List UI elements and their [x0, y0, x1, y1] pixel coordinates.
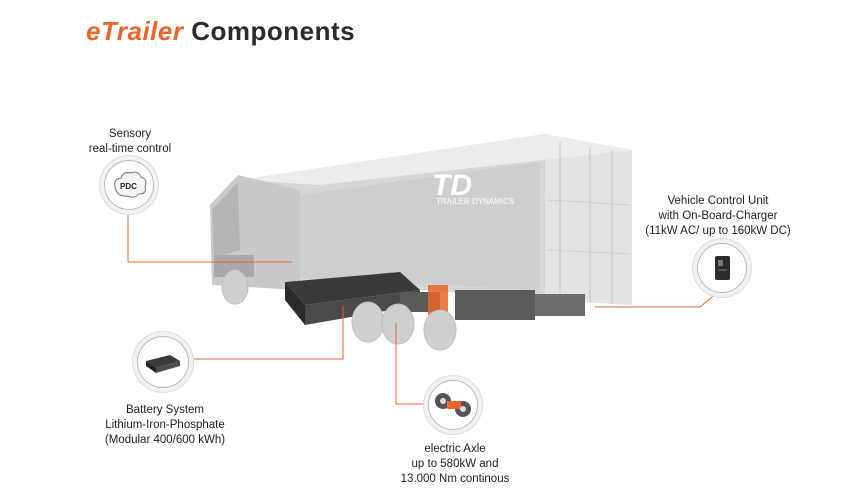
electric-axle-icon — [435, 393, 471, 417]
page-title: eTrailer Components — [86, 16, 355, 47]
pdc-label: PDC — [120, 182, 137, 191]
vcu-circle — [697, 243, 747, 293]
axle-label: electric Axle up to 580kW and 13.000 Nm … — [400, 443, 510, 485]
vcu-label: Vehicle Control Unit with On-Board-Charg… — [645, 195, 791, 237]
sensory-circle: PDC — [104, 160, 154, 210]
trailer-logo-text: TRAILER DYNAMICS — [436, 197, 514, 206]
trailer-body — [240, 134, 632, 305]
tractor-cab — [210, 175, 300, 290]
axle-assembly — [428, 285, 585, 320]
control-unit-icon — [715, 256, 730, 280]
callout-line-battery — [187, 306, 344, 360]
pdc-sensor-icon: PDC — [114, 171, 147, 198]
battery-label: Battery System Lithium-Iron-Phosphate (M… — [104, 404, 226, 446]
battery-module-icon — [146, 355, 180, 373]
trailer-logo-mark: TD — [432, 169, 472, 202]
callout-line-vcu — [595, 291, 719, 308]
battery-circle — [137, 336, 189, 388]
callout-line-axle — [395, 323, 433, 405]
axle-circle — [428, 380, 478, 430]
callout-line-sensory — [127, 213, 292, 263]
title-accent: eTrailer — [86, 16, 184, 46]
title-rest: Components — [183, 16, 356, 46]
sensory-label: Sensory real-time control — [88, 128, 172, 155]
callout-lines — [127, 213, 719, 405]
wheels — [221, 269, 457, 351]
